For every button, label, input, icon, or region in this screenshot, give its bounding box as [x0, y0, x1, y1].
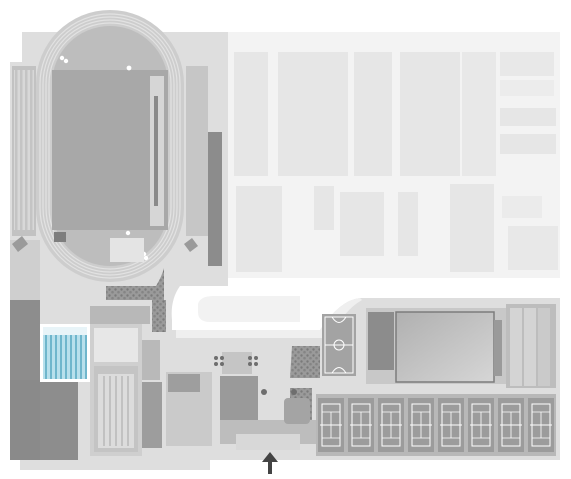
- tennis-court[interactable]: [438, 398, 464, 452]
- athletics-track: [36, 10, 184, 282]
- tennis-court[interactable]: [468, 398, 494, 452]
- tennis-court[interactable]: [318, 398, 344, 452]
- basketball-court[interactable]: [322, 314, 356, 376]
- right-grandstand: [186, 66, 222, 266]
- pool-building: [90, 306, 162, 456]
- tennis-court[interactable]: [498, 398, 524, 452]
- tennis-court[interactable]: [408, 398, 434, 452]
- road: [176, 296, 362, 338]
- central-buildings: [166, 352, 318, 450]
- tennis-court[interactable]: [378, 398, 404, 452]
- tennis-court[interactable]: [348, 398, 374, 452]
- tennis-court[interactable]: [528, 398, 554, 452]
- tennis-court-group: [318, 398, 554, 452]
- faded-building-cluster: [228, 32, 560, 278]
- left-grandstand: [12, 66, 36, 236]
- gymnasium: [366, 304, 556, 388]
- track-accessories: [12, 236, 198, 252]
- entrance-arrow-icon[interactable]: [262, 452, 278, 474]
- football-pitch: [52, 70, 168, 230]
- highlighted-building[interactable]: [40, 324, 90, 382]
